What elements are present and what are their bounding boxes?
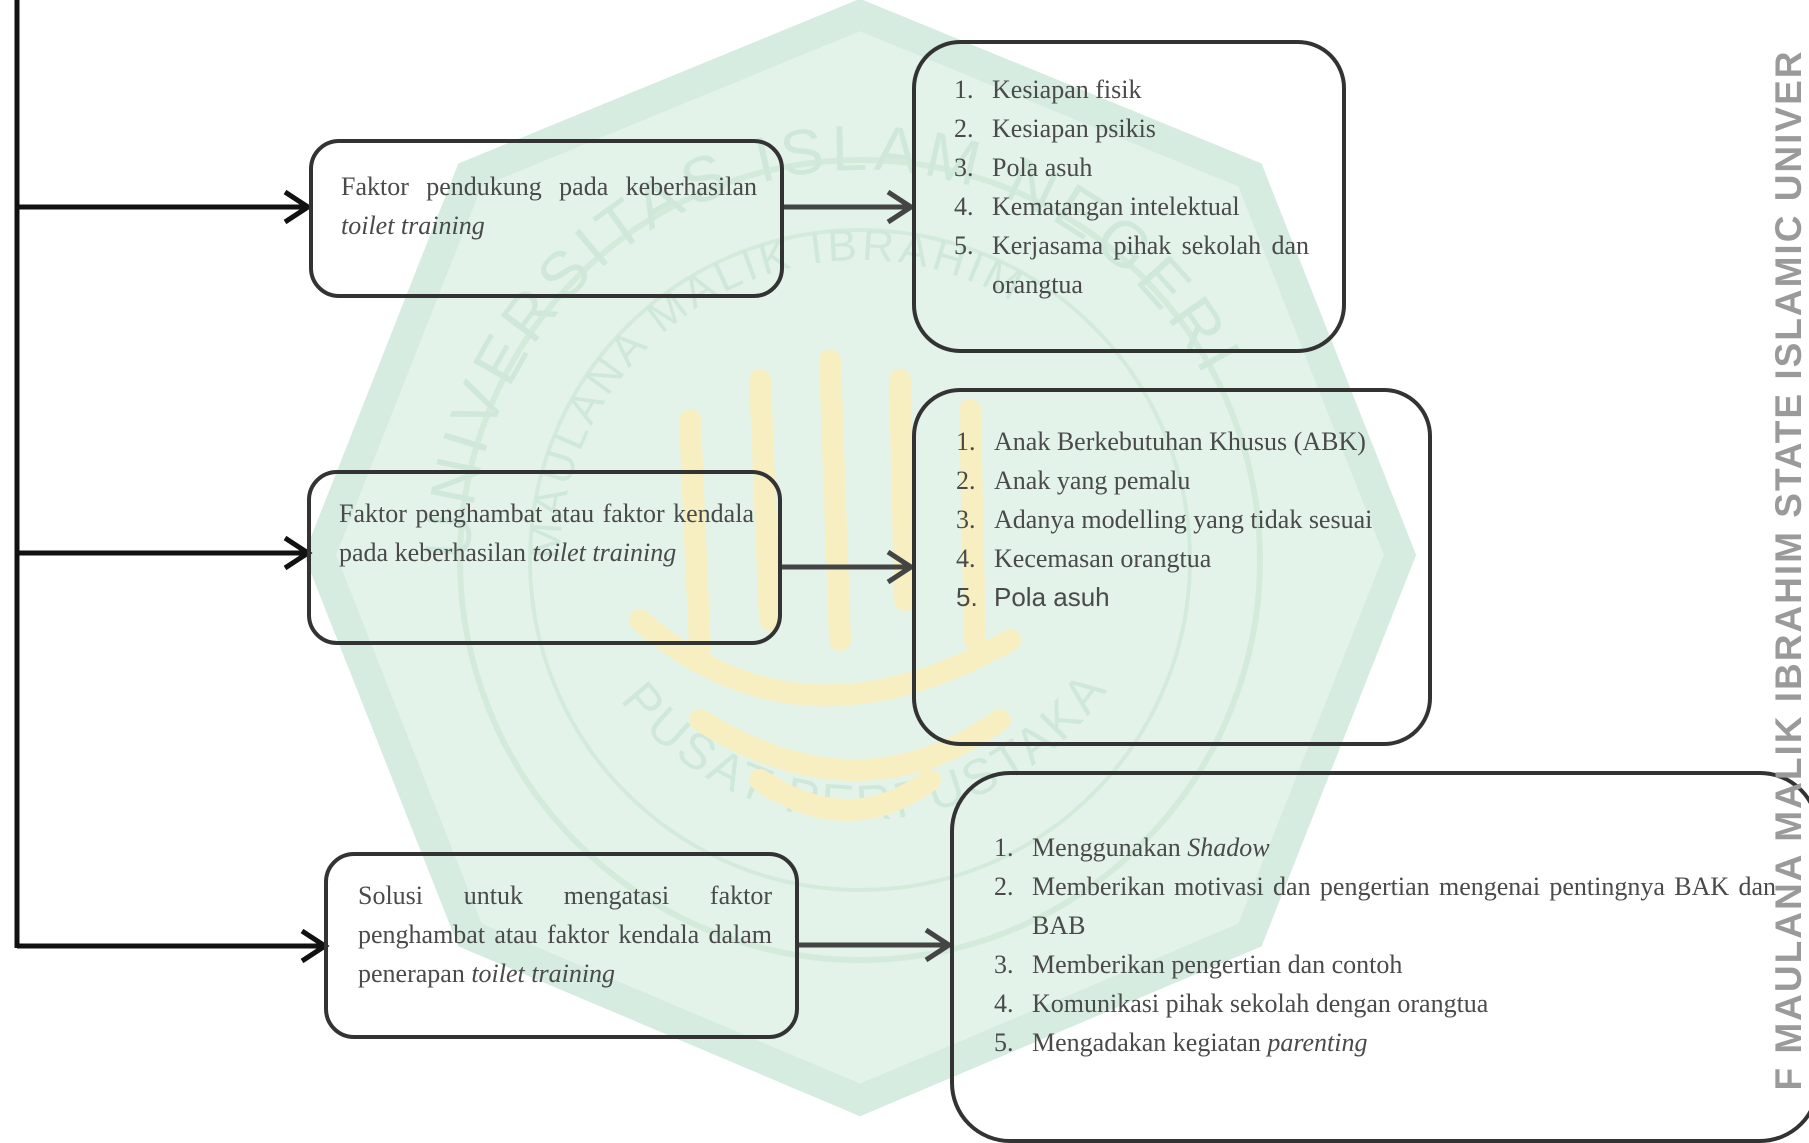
- factor-label-inhibiting: Faktor penghambat atau faktor kendala pa…: [339, 494, 754, 572]
- list-item: 3.Memberikan pengertian dan contoh: [994, 950, 1403, 979]
- solution-list: 1.Menggunakan Shadow 2.Memberikan motiva…: [994, 828, 1776, 1062]
- factor-label-text: Faktor pendukung pada keberhasilan: [341, 172, 757, 201]
- factor-label-italic: toilet training: [341, 211, 485, 240]
- list-item: 2.Kesiapan psikis: [954, 114, 1156, 143]
- result-arrow-1: [782, 189, 916, 225]
- list-item: 5.Kerjasama pihak sekolah dan orangtua: [954, 231, 1309, 299]
- factor-box-supporting: Faktor pendukung pada keberhasilan toile…: [309, 139, 784, 298]
- supporting-list: 1.Kesiapan fisik 2.Kesiapan psikis 3.Pol…: [954, 70, 1309, 304]
- factor-box-inhibiting: Faktor penghambat atau faktor kendala pa…: [307, 470, 782, 645]
- solution-box: Solusi untuk mengatasi faktor penghambat…: [324, 852, 799, 1039]
- list-item: 3.Pola asuh: [954, 153, 1093, 182]
- result-box-solution: 1.Menggunakan Shadow 2.Memberikan motiva…: [950, 771, 1809, 1143]
- solution-label: Solusi untuk mengatasi faktor penghambat…: [358, 876, 772, 993]
- branch-arrow-1: [17, 189, 313, 225]
- list-item: 4.Kematangan intelektual: [954, 192, 1240, 221]
- result-box-supporting: 1.Kesiapan fisik 2.Kesiapan psikis 3.Pol…: [912, 40, 1346, 353]
- branch-arrow-2: [17, 535, 313, 571]
- side-watermark-text: F MAULANA MALIK IBRAHIM STATE ISLAMIC UN…: [1768, 48, 1809, 1091]
- factor-label-italic: toilet training: [532, 538, 677, 567]
- branch-arrow-3: [17, 928, 330, 964]
- result-arrow-2: [780, 549, 916, 585]
- result-box-inhibiting: 1.Anak Berkebutuhan Khusus (ABK) 2.Anak …: [912, 388, 1432, 746]
- list-item: 2.Anak yang pemalu: [956, 466, 1191, 495]
- list-item: 4.Komunikasi pihak sekolah dengan orangt…: [994, 989, 1489, 1018]
- list-item: 1.Kesiapan fisik: [954, 75, 1142, 104]
- factor-label-text: Faktor penghambat atau faktor kendala pa…: [339, 499, 754, 567]
- list-item: 3.Adanya modelling yang tidak sesuai: [956, 505, 1373, 534]
- inhibiting-list: 1.Anak Berkebutuhan Khusus (ABK) 2.Anak …: [956, 422, 1396, 617]
- factor-label-supporting: Faktor pendukung pada keberhasilan toile…: [341, 167, 757, 245]
- result-arrow-3: [797, 927, 954, 963]
- list-item: 5.Mengadakan kegiatan parenting: [994, 1028, 1368, 1057]
- list-item: 1.Anak Berkebutuhan Khusus (ABK): [956, 427, 1366, 456]
- factor-label-italic: toilet training: [471, 959, 616, 988]
- list-item: 4.Kecemasan orangtua: [956, 544, 1212, 573]
- factor-label-text: Solusi untuk mengatasi faktor penghambat…: [358, 881, 772, 988]
- list-item: 5.Pola asuh: [956, 582, 1110, 612]
- list-item: 1.Menggunakan Shadow: [994, 833, 1270, 862]
- list-item: 2.Memberikan motivasi dan pengertian men…: [994, 872, 1776, 940]
